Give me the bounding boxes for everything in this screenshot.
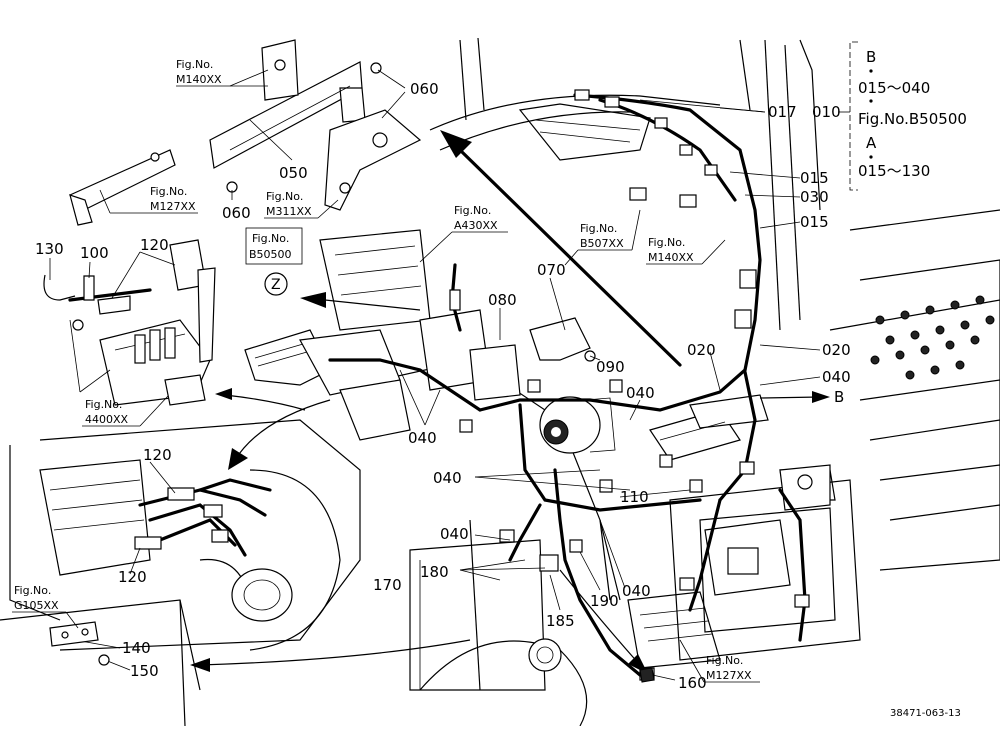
part-label-170: 170 (373, 576, 402, 594)
tractor-body-outline (0, 37, 1000, 727)
bracket-m311 (324, 109, 422, 211)
figure-references: Fig.No. M140XX Fig.No. M127XX Fig.No. M3… (12, 58, 760, 683)
part-label-185: 185 (546, 612, 575, 630)
svg-text:M127XX: M127XX (706, 669, 752, 682)
part-label-015: 015 (800, 213, 829, 231)
fig-ref-4400: Fig.No. 4400XX (82, 395, 169, 427)
assembly-arrows (190, 130, 830, 674)
svg-text:Fig.No.: Fig.No. (176, 58, 213, 71)
svg-text:M140XX: M140XX (176, 73, 222, 86)
part-label-060: 060 (222, 204, 251, 222)
svg-text:M127XX: M127XX (150, 200, 196, 213)
fig-ref-b507: Fig.No. B507XX (564, 209, 641, 266)
part-label-100: 100 (80, 244, 109, 262)
svg-text:Fig.No.: Fig.No. (85, 398, 122, 411)
svg-text:4400XX: 4400XX (85, 413, 129, 426)
fig-ref-m140-right: Fig.No. M140XX (646, 236, 726, 265)
part-label-110: 110 (620, 488, 649, 506)
part-label-015: 015 (800, 169, 829, 187)
control-unit-assembly (244, 229, 521, 441)
fig-ref-m127-bottom: Fig.No. M127XX (679, 639, 760, 683)
part-label-040: 040 (433, 469, 462, 487)
part-label-120: 120 (143, 446, 172, 464)
part-label-020: 020 (822, 341, 851, 359)
callout-a-range: 015～130 (858, 162, 930, 180)
marker-b: B (834, 388, 844, 406)
svg-text:Z: Z (271, 277, 281, 293)
part-label-040: 040 (440, 525, 469, 543)
svg-text:Fig.No.: Fig.No. (14, 584, 51, 597)
drawing-code: 38471-063-13 (890, 708, 961, 719)
bracket-m140-top (261, 39, 299, 101)
starter-motor (649, 394, 769, 461)
part-label-050: 050 (279, 164, 308, 182)
svg-text:Fig.No.: Fig.No. (580, 222, 617, 235)
part-label-040: 040 (626, 384, 655, 402)
part-label-080: 080 (488, 291, 517, 309)
fig-ref-m140-top: Fig.No. M140XX (176, 58, 269, 87)
part-label-130: 130 (35, 240, 64, 258)
svg-text:Fig.No.: Fig.No. (252, 232, 289, 245)
part-label-140: 140 (122, 639, 151, 657)
bracket-070 (529, 317, 596, 362)
fig-ref-a430: Fig.No. A430XX (419, 204, 508, 263)
fig-ref-m127-left: Fig.No. M127XX (99, 185, 198, 214)
bracket-050 (209, 61, 386, 193)
callout-a-label: A (866, 134, 877, 152)
part-label-090: 090 (596, 358, 625, 376)
callout-b-range: 015～040 (858, 79, 930, 97)
part-label-120: 120 (118, 568, 147, 586)
part-label-060: 060 (410, 80, 439, 98)
part-label-020: 020 (687, 341, 716, 359)
part-label-160: 160 (678, 674, 707, 692)
svg-text:Fig.No.: Fig.No. (454, 204, 491, 217)
svg-text:A430XX: A430XX (454, 219, 498, 232)
svg-text:Fig.No.: Fig.No. (266, 190, 303, 203)
svg-text:Fig.No.: Fig.No. (648, 236, 685, 249)
part-number-labels: 060 050 060 017 010 015 030 015 130 100 … (35, 80, 851, 692)
kit-callout: B 015～040 Fig.No.B50500 A 015～130 (838, 41, 967, 191)
svg-text:Fig.No.: Fig.No. (150, 185, 187, 198)
part-label-190: 190 (590, 592, 619, 610)
marker-z: Z (264, 272, 288, 296)
small-parts (49, 621, 655, 683)
part-label-040: 040 (622, 582, 651, 600)
fig-ref-m311: Fig.No. M311XX (264, 190, 339, 219)
part-label-030: 030 (800, 188, 829, 206)
part-label-040: 040 (822, 368, 851, 386)
part-label-040: 040 (408, 429, 437, 447)
part-label-120: 120 (140, 236, 169, 254)
part-label-010: 010 (812, 103, 841, 121)
svg-text:M140XX: M140XX (648, 251, 694, 264)
svg-text:M311XX: M311XX (266, 205, 312, 218)
part-label-017: 017 (768, 103, 797, 121)
svg-text:Fig.No.: Fig.No. (706, 654, 743, 667)
part-label-070: 070 (537, 261, 566, 279)
alternator (539, 396, 616, 454)
part-label-150: 150 (130, 662, 159, 680)
callout-fig-ref: Fig.No.B50500 (858, 110, 967, 128)
perforated-floor-plate (870, 295, 995, 380)
svg-text:B50500: B50500 (249, 248, 292, 261)
bracket-m127-left (69, 149, 176, 226)
controller-module (704, 464, 831, 596)
svg-text:G105XX: G105XX (14, 599, 59, 612)
fig-ref-g105: Fig.No. G105XX (12, 584, 79, 629)
part-label-180: 180 (420, 563, 449, 581)
relay-bracket-assembly (43, 239, 216, 406)
callout-b-label: B (866, 48, 876, 66)
svg-text:B507XX: B507XX (580, 237, 624, 250)
fig-ref-b50500-box: Fig.No. B50500 (245, 227, 303, 265)
